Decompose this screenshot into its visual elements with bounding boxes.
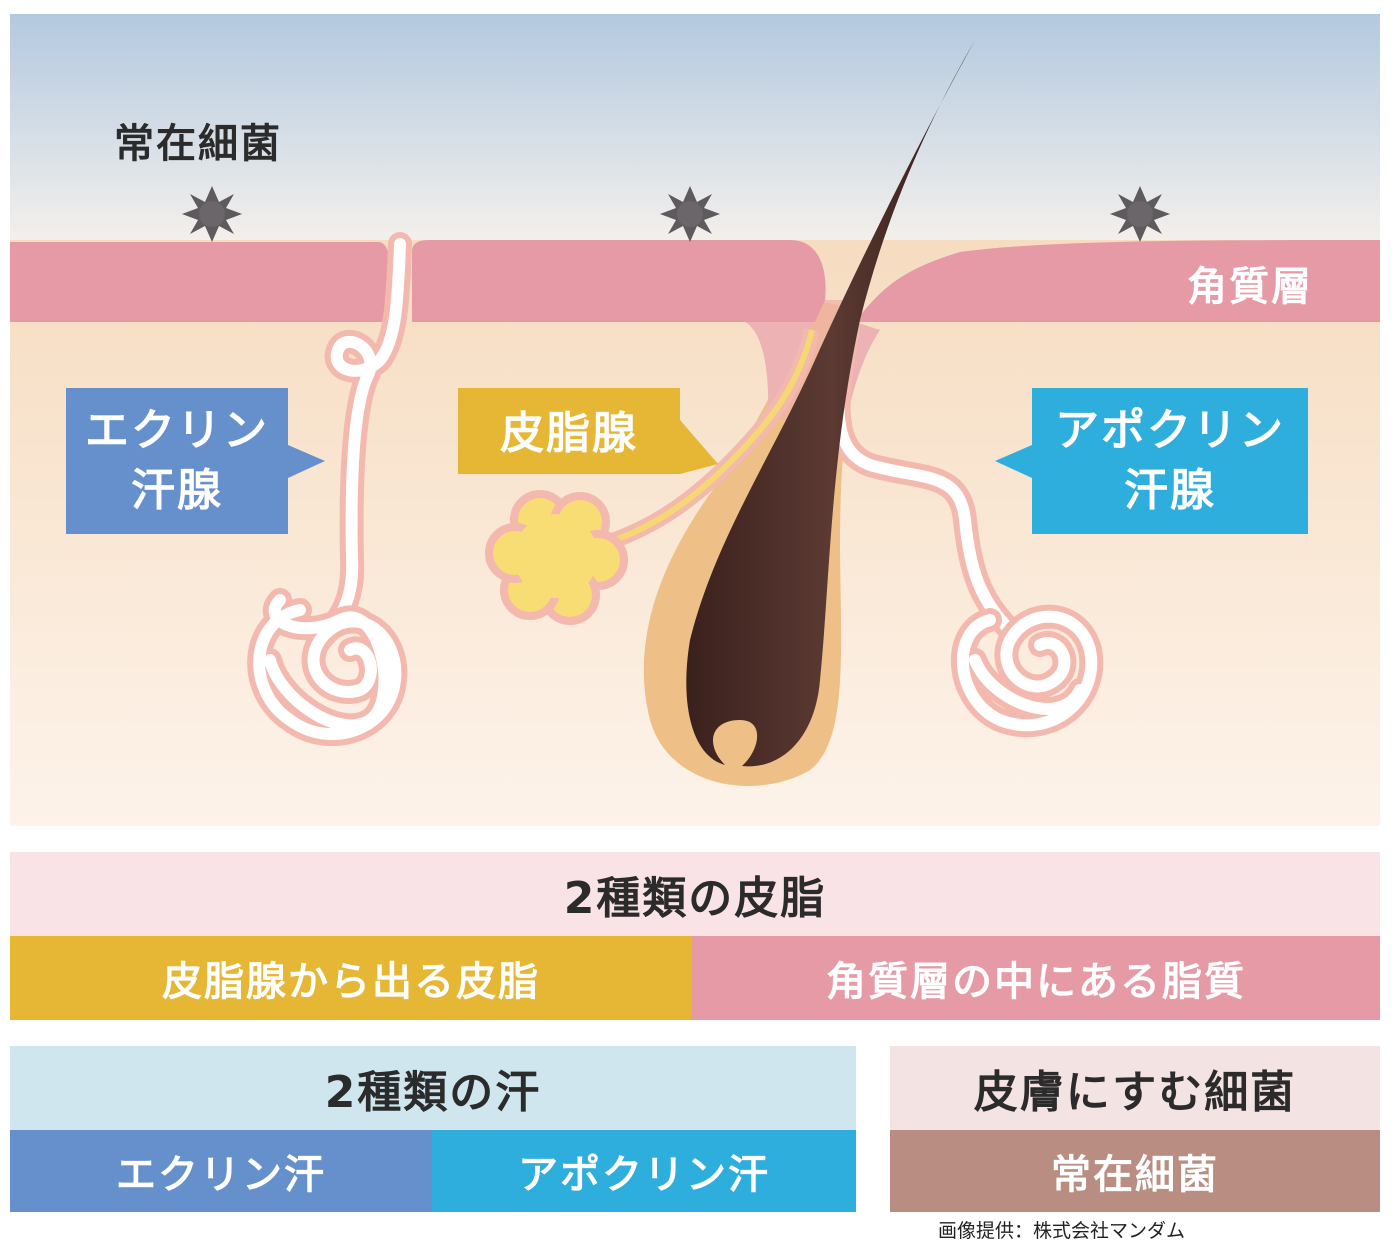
stratum-corneum-label: 角質層 [1187, 264, 1313, 310]
skin-cross-section-illustration: 常在細菌 角質層 エクリン 汗腺 皮脂腺 アポクリン 汗腺 [10, 14, 1380, 826]
image-credit: 画像提供：株式会社マンダム [938, 1220, 1186, 1242]
eccrine-sweat: エクリン汗 [10, 1130, 432, 1212]
sweat-section-title: 2種類の汗 [10, 1046, 856, 1130]
hair-strand [686, 40, 975, 767]
apocrine-callout-line2: 汗腺 [1124, 465, 1216, 516]
apocrine-sweat: アポクリン汗 [432, 1130, 856, 1212]
sebum-section-title: 2種類の皮脂 [10, 852, 1380, 936]
eccrine-sweat-gland [247, 232, 412, 747]
apocrine-callout-line1: アポクリン [1055, 405, 1285, 456]
apocrine-gland-callout: アポクリン 汗腺 [995, 388, 1308, 534]
eccrine-callout-line1: エクリン [85, 405, 269, 456]
resident-bacteria: 常在細菌 [890, 1130, 1380, 1212]
eccrine-gland-callout: エクリン 汗腺 [66, 388, 325, 534]
sebaceous-callout-label: 皮脂腺 [500, 408, 638, 459]
stratum-corneum-layer [10, 240, 1380, 322]
sebaceous-gland-callout: 皮脂腺 [458, 388, 718, 474]
skin-bacteria-title: 皮膚にすむ細菌 [890, 1046, 1380, 1130]
sebum-from-sebaceous-gland: 皮脂腺から出る皮脂 [10, 936, 692, 1020]
lipids-in-stratum-corneum: 角質層の中にある脂質 [692, 936, 1380, 1020]
resident-bacteria-label: 常在細菌 [114, 121, 282, 167]
eccrine-callout-line2: 汗腺 [131, 465, 223, 516]
sebaceous-gland [485, 490, 628, 625]
